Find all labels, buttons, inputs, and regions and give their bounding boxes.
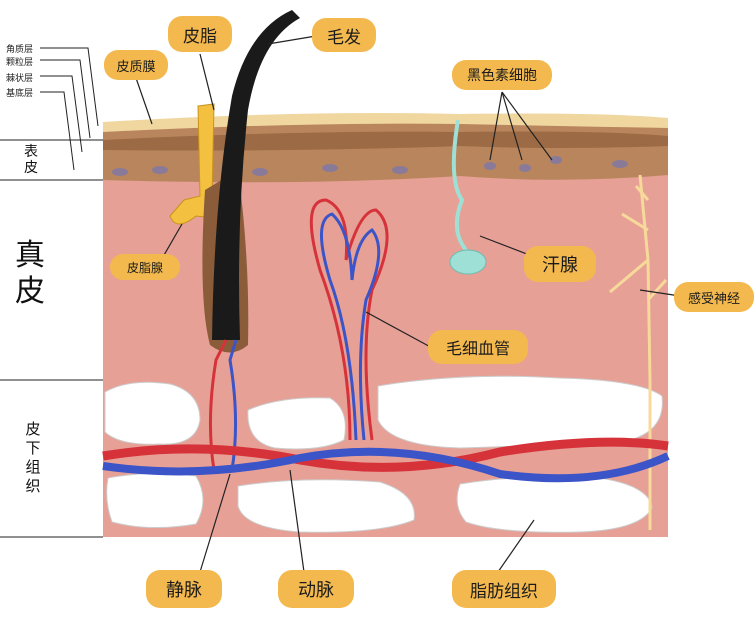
fat-lobule [247, 397, 346, 450]
callout-sweat-gland: 汗腺 [524, 246, 596, 282]
capillary-arterial [309, 198, 389, 441]
label-hypodermis: 皮下组织 [25, 420, 41, 495]
label-dermis: 真皮 [15, 238, 45, 309]
callout-sebaceous-gland: 皮脂腺 [110, 254, 180, 280]
layer-bracket-lines [40, 47, 99, 171]
sensory-nerve [609, 174, 668, 530]
label-stratum-basale: 基底层 [6, 89, 34, 99]
callout-adipose-tissue: 脂肪组织 [452, 570, 556, 608]
follicle-artery [208, 339, 228, 471]
label-stratum-spinosum: 棘状层 [6, 74, 34, 84]
sweat-gland-coil [449, 249, 487, 275]
callout-vein: 静脉 [146, 570, 222, 608]
label-stratum-corneum: 角质层 [6, 45, 34, 55]
adipose-lobules [104, 375, 663, 533]
hair-shaft [212, 10, 300, 340]
fat-lobule [377, 375, 663, 449]
follicle-vein [228, 339, 238, 471]
label-stratum-granulosum: 颗粒层 [6, 58, 34, 68]
fat-lobule [104, 381, 201, 445]
fat-lobule [106, 472, 204, 529]
callout-melanocyte: 黑色素细胞 [452, 60, 552, 90]
capillary-venous [320, 212, 381, 441]
sweat-duct [451, 119, 468, 252]
fat-lobule [456, 476, 653, 533]
callout-hair: 毛发 [312, 18, 376, 52]
callout-sebum-film: 皮质膜 [104, 50, 168, 80]
basal-cells [112, 156, 628, 176]
fat-lobule [237, 479, 415, 533]
artery-vessel [102, 437, 669, 472]
callout-artery: 动脉 [278, 570, 354, 608]
label-epidermis: 表皮 [24, 144, 38, 176]
callout-sebum: 皮脂 [168, 16, 232, 52]
callout-sensory-nerve: 感受神经 [674, 282, 754, 312]
callout-capillary: 毛细血管 [428, 330, 528, 364]
vein-vessel [102, 447, 670, 483]
